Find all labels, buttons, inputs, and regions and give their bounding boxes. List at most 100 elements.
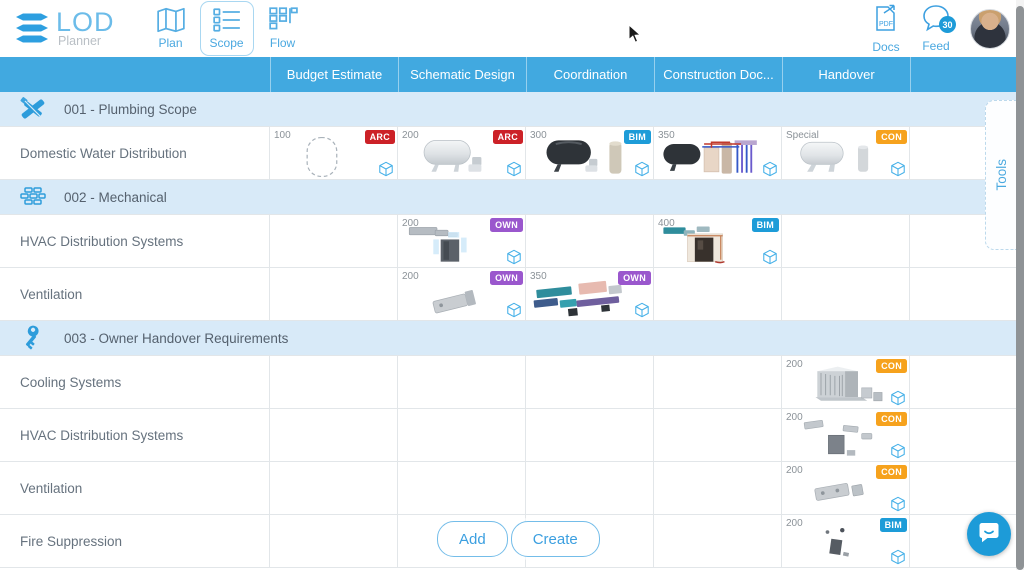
lod-value: 200 xyxy=(402,130,419,141)
scope-cell[interactable] xyxy=(270,462,398,514)
row-label[interactable]: Ventilation xyxy=(0,268,270,320)
scope-cell[interactable] xyxy=(526,215,654,267)
scope-cell[interactable]: 350 xyxy=(654,127,782,179)
group-row-003[interactable]: 003 - Owner Handover Requirements xyxy=(0,321,1024,356)
scrollbar-thumb[interactable] xyxy=(1016,6,1024,570)
tank-outline-sketch xyxy=(272,136,383,178)
scope-cell[interactable] xyxy=(654,515,782,567)
logo-title: LOD xyxy=(56,7,115,38)
water-heater-white xyxy=(400,136,511,178)
hvac-duct-unit xyxy=(400,224,511,266)
column-header-schematic-design[interactable]: Schematic Design xyxy=(398,57,526,92)
topbar-right: PDF Docs 30 Feed xyxy=(864,3,1010,54)
user-avatar[interactable] xyxy=(970,8,1010,49)
scope-cell[interactable] xyxy=(526,356,654,408)
tools-panel-tab[interactable]: Tools xyxy=(985,100,1016,250)
cube-3d-icon[interactable] xyxy=(890,443,906,459)
cube-3d-icon[interactable] xyxy=(890,161,906,177)
group-row-002[interactable]: 002 - Mechanical xyxy=(0,180,1024,215)
group-row-001[interactable]: 001 - Plumbing Scope xyxy=(0,92,1024,127)
scope-cell[interactable] xyxy=(526,515,654,567)
scope-cell[interactable] xyxy=(270,515,398,567)
cube-3d-icon[interactable] xyxy=(506,161,522,177)
nav-item-flow[interactable]: Flow xyxy=(256,1,310,56)
feed-button[interactable]: 30 Feed xyxy=(914,4,958,53)
row-label[interactable]: Ventilation xyxy=(0,462,270,514)
duct-colorful xyxy=(528,277,639,319)
responsibility-badge: BIM xyxy=(879,518,907,532)
scope-cell[interactable] xyxy=(270,215,398,267)
responsibility-badge: CON xyxy=(876,359,907,373)
row-label[interactable]: Domestic Water Distribution xyxy=(0,127,270,179)
app-logo[interactable]: LOD Planner xyxy=(12,9,115,49)
cube-3d-icon[interactable] xyxy=(634,302,650,318)
cube-3d-icon[interactable] xyxy=(762,161,778,177)
column-header-construction-doc[interactable]: Construction Doc... xyxy=(654,57,782,92)
lod-value: 200 xyxy=(786,518,803,529)
create-button[interactable]: Create xyxy=(510,521,600,557)
topbar: LOD Planner Plan Scope Flow PDF Docs xyxy=(0,0,1024,57)
scope-cell[interactable] xyxy=(270,409,398,461)
scope-cell[interactable]: 200 BIM xyxy=(782,515,910,567)
cube-3d-icon[interactable] xyxy=(762,249,778,265)
responsibility-badge: CON xyxy=(876,412,907,426)
scope-cell[interactable] xyxy=(526,409,654,461)
nav-item-scope[interactable]: Scope xyxy=(199,1,254,56)
cube-3d-icon[interactable] xyxy=(506,302,522,318)
column-header-budget-estimate[interactable]: Budget Estimate xyxy=(270,57,398,92)
docs-button[interactable]: PDF Docs xyxy=(864,3,908,54)
cube-3d-icon[interactable] xyxy=(890,390,906,406)
cube-3d-icon[interactable] xyxy=(634,161,650,177)
scope-cell[interactable] xyxy=(526,462,654,514)
nav-label-scope: Scope xyxy=(209,36,244,50)
row-label[interactable]: Fire Suppression xyxy=(0,515,270,567)
flow-icon xyxy=(268,7,298,33)
scope-cell[interactable]: 300 BIM xyxy=(526,127,654,179)
scope-cell[interactable] xyxy=(654,462,782,514)
responsibility-badge: OWN xyxy=(490,218,523,232)
duct-box xyxy=(784,471,895,513)
scope-cell[interactable] xyxy=(270,268,398,320)
nav-item-plan[interactable]: Plan xyxy=(144,1,198,56)
scope-cell[interactable] xyxy=(654,268,782,320)
responsibility-badge: BIM xyxy=(623,130,651,144)
cube-3d-icon[interactable] xyxy=(890,496,906,512)
cube-3d-icon[interactable] xyxy=(890,549,906,565)
scope-cell[interactable] xyxy=(398,462,526,514)
phase-header-row: Budget Estimate Schematic Design Coordin… xyxy=(0,57,1024,92)
scope-cell[interactable] xyxy=(398,356,526,408)
nav-label-plan: Plan xyxy=(158,36,183,50)
cube-3d-icon[interactable] xyxy=(378,161,394,177)
row-label[interactable]: HVAC Distribution Systems xyxy=(0,409,270,461)
column-header-handover[interactable]: Handover xyxy=(782,57,910,92)
scope-cell[interactable] xyxy=(654,409,782,461)
row-label[interactable]: Cooling Systems xyxy=(0,356,270,408)
lod-value: 300 xyxy=(530,130,547,141)
add-button[interactable]: Add xyxy=(437,521,508,557)
lod-value: 350 xyxy=(530,271,547,282)
cube-3d-icon[interactable] xyxy=(506,249,522,265)
lod-value: 100 xyxy=(274,130,291,141)
scope-cell[interactable] xyxy=(782,268,910,320)
row-label[interactable]: HVAC Distribution Systems xyxy=(0,215,270,267)
scope-cell[interactable] xyxy=(654,356,782,408)
scope-cell[interactable] xyxy=(398,409,526,461)
scope-cell[interactable] xyxy=(782,215,910,267)
duct-part xyxy=(400,277,511,319)
scope-cell[interactable] xyxy=(270,356,398,408)
chat-launcher-button[interactable] xyxy=(967,512,1011,556)
column-header-coordination[interactable]: Coordination xyxy=(526,57,654,92)
